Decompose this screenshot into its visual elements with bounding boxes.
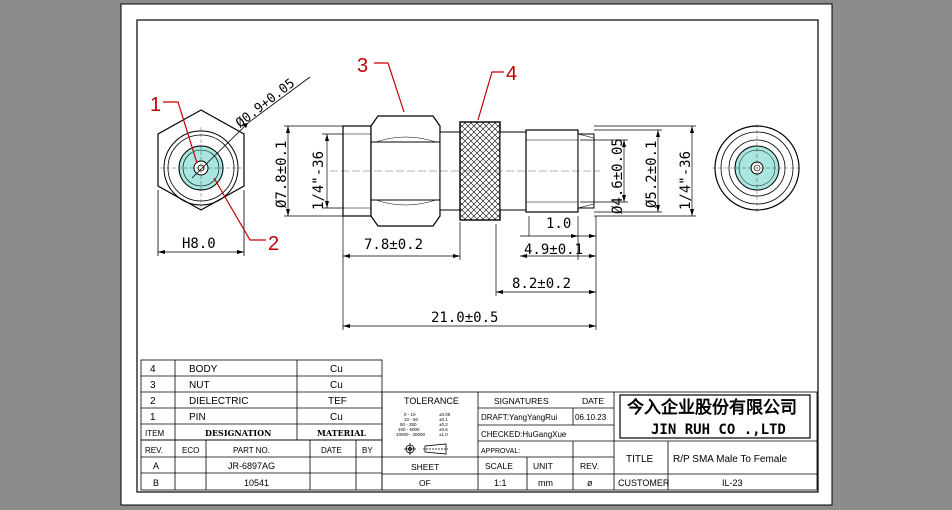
scale-label: SCALE <box>485 461 513 471</box>
dim-len-1: 1.0 <box>546 216 571 232</box>
side-view-connector <box>330 115 600 227</box>
customer-value: IL-23 <box>722 478 743 488</box>
rev-row-a-rev: A <box>153 461 159 471</box>
bom-row-1-material: Cu <box>330 412 343 423</box>
bom-row-2-item: 2 <box>150 396 156 407</box>
tol-value-1: ±0.05 <box>439 412 451 417</box>
callout-4: 4 <box>506 63 517 85</box>
tol-range-4: 100 - 5000 <box>398 427 420 432</box>
dim-thread-right: 1/4"-36 <box>678 151 694 210</box>
tol-range-3: 50 - 250 <box>400 422 417 427</box>
sheet-label: SHEET <box>411 462 439 472</box>
title-label: TITLE <box>626 454 654 465</box>
unit-label: UNIT <box>533 461 553 471</box>
bom-row-4-name: BODY <box>189 364 218 375</box>
tolerance-label: TOLERANCE <box>404 396 459 406</box>
bom-header-material: MATERIAL <box>317 428 366 438</box>
tol-range-5: 10000 - 30000 <box>396 432 426 437</box>
rev-header-by: BY <box>362 446 373 455</box>
dim-dia-4-6: Ø4.6±0.05 <box>610 138 626 214</box>
callout-3-leader <box>374 62 405 113</box>
bom-row-1-item: 1 <box>150 412 156 423</box>
bom-row-1-name: PIN <box>189 412 206 423</box>
bom-header-item: ITEM <box>145 429 164 438</box>
dim-right-vertical-lines <box>580 125 696 217</box>
signatures-label: SIGNATURES <box>494 396 549 406</box>
bom-row-3-material: Cu <box>330 380 343 391</box>
tol-value-3: ±0.2 <box>439 422 448 427</box>
bom-row-2-material: TEF <box>328 396 347 407</box>
bom-row-4-material: Cu <box>330 364 343 375</box>
dim-dia-5-2: Ø5.2±0.1 <box>644 141 660 208</box>
checked-signature: CHECKED:HuGangXue <box>481 430 567 439</box>
unit-value: mm <box>538 478 553 488</box>
dim-left-vertical-lines <box>284 125 343 217</box>
callout-3: 3 <box>357 55 368 77</box>
dim-thread-left: 1/4"-36 <box>311 151 327 210</box>
callout-2: 2 <box>268 233 279 255</box>
rev-row-b-rev: B <box>153 478 159 488</box>
bom-row-3-name: NUT <box>189 380 210 391</box>
dim-body-dia: Ø7.8±0.1 <box>274 141 290 208</box>
bom-row-4-item: 4 <box>150 364 156 375</box>
scale-value: 1:1 <box>494 478 507 488</box>
rev-row-a-part-no: JR-6897AG <box>228 461 275 471</box>
rev-header-part-no: PART NO. <box>233 446 270 455</box>
title-block-grid <box>381 391 818 491</box>
right-end-view <box>712 124 802 212</box>
draft-signature: DRAFT:YangYangRui <box>481 413 557 422</box>
dim-len-8-2: 8.2±0.2 <box>512 276 571 292</box>
rev-header-rev: REV. <box>145 446 163 455</box>
company-name-cn: 今入企业股份有限公司 <box>627 397 797 417</box>
bom-row-3-item: 3 <box>150 380 156 391</box>
draft-date: 06.10.23 <box>575 413 607 422</box>
sheet-value: OF <box>419 478 431 488</box>
callout-4-leader <box>477 71 504 121</box>
dim-hex-line <box>157 190 245 256</box>
dim-hex: H8.0 <box>182 236 216 252</box>
rev-header-eco: ECO <box>182 446 199 455</box>
tol-range-1: 0 - 10 <box>404 412 416 417</box>
title-value: R/P SMA Male To Female <box>673 454 788 465</box>
customer-label: CUSTOMER <box>618 478 670 488</box>
dim-len-4-9: 4.9±0.1 <box>524 242 583 258</box>
bom-header-designation: DESIGNATION <box>205 428 271 438</box>
company-name-en: JIN RUH CO .,LTD <box>651 422 786 438</box>
bom-row-2-name: DIELECTRIC <box>189 396 248 407</box>
rev-row-b-part-no: 10541 <box>244 478 269 488</box>
tol-value-4: ±0.5 <box>439 427 448 432</box>
tolerance-table: 0 - 10 ±0.05 10 - 50 ±0.1 50 - 250 ±0.2 … <box>396 412 451 437</box>
paper-inner-border <box>136 19 819 493</box>
rev-label: REV. <box>580 461 599 471</box>
rev-value: ø <box>587 478 593 488</box>
callout-1-leader <box>163 101 198 164</box>
left-end-view <box>157 76 311 211</box>
rev-header-date: DATE <box>321 446 342 455</box>
dim-len-total: 21.0±0.5 <box>431 310 498 326</box>
projection-symbol-icon <box>404 443 448 455</box>
tol-value-2: ±0.1 <box>439 417 448 422</box>
paper-outer-border <box>120 3 833 506</box>
tol-range-2: 10 - 50 <box>404 417 419 422</box>
callout-2-leader <box>213 177 266 241</box>
approval-label: APPROVAL: <box>481 448 520 455</box>
tol-value-5: ±1.0 <box>439 432 448 437</box>
dim-len-body: 7.8±0.2 <box>364 237 423 253</box>
callout-1: 1 <box>150 94 161 116</box>
date-label: DATE <box>582 396 604 406</box>
